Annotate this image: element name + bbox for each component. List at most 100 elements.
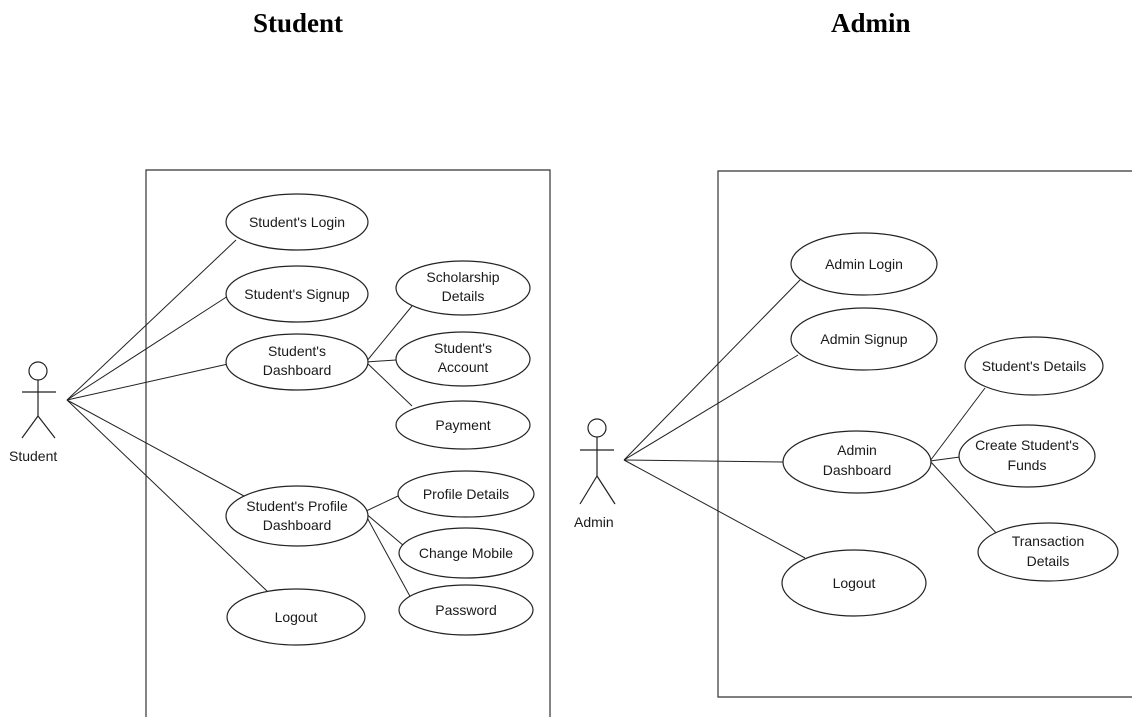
student-uc-account-label-2: Account [438, 359, 489, 375]
admin-association-signup [623, 354, 799, 461]
svg-text:Scholarship: Scholarship [426, 269, 499, 285]
student-uc-logout: Logout [226, 588, 366, 646]
svg-text:Profile Details: Profile Details [423, 486, 509, 502]
admin-uc-logout-label: Logout [833, 575, 876, 591]
svg-text:Funds: Funds [1008, 457, 1047, 473]
svg-text:Account: Account [438, 359, 489, 375]
admin-uc-transaction-label-2: Details [1027, 553, 1070, 569]
admin-use-case-diagram: Admin Admin Login Admin Signup Admin Das… [574, 170, 1132, 698]
svg-text:Change Mobile: Change Mobile [419, 545, 513, 561]
student-link-profile-details [363, 495, 399, 513]
student-uc-payment-label: Payment [435, 417, 490, 433]
admin-uc-logout: Logout [781, 549, 927, 617]
student-link-scholarship [365, 305, 413, 363]
student-diagram-title: Student [253, 8, 344, 38]
student-uc-profile-dashboard-label-1: Student's Profile [246, 498, 348, 514]
student-uc-login: Student's Login [225, 193, 369, 251]
admin-uc-transaction-label-1: Transaction [1012, 533, 1085, 549]
student-uc-profile-details: Profile Details [397, 470, 535, 518]
svg-text:Student's: Student's [268, 343, 326, 359]
student-system-boundary [145, 169, 551, 717]
admin-uc-students-details: Student's Details [964, 336, 1104, 396]
student-actor-label: Student [9, 448, 57, 464]
svg-text:Dashboard: Dashboard [263, 362, 332, 378]
admin-uc-signup-label: Admin Signup [820, 331, 907, 347]
admin-actor-label: Admin [574, 514, 614, 530]
admin-actor: Admin [574, 418, 616, 530]
student-uc-change-mobile: Change Mobile [398, 527, 534, 579]
student-uc-account: Student's Account [395, 331, 531, 387]
student-association-profile-dashboard [66, 399, 245, 497]
admin-uc-create-funds-label-2: Funds [1008, 457, 1047, 473]
svg-text:Logout: Logout [275, 609, 318, 625]
student-uc-login-label: Student's Login [249, 214, 345, 230]
student-link-password [363, 511, 413, 601]
svg-text:Dashboard: Dashboard [263, 517, 332, 533]
student-uc-dashboard: Student's Dashboard [225, 333, 369, 391]
admin-actor-head [587, 418, 607, 438]
student-actor-right-leg [37, 415, 56, 439]
student-uc-scholarship-label-1: Scholarship [426, 269, 499, 285]
admin-uc-dashboard-label-2: Dashboard [823, 462, 892, 478]
svg-text:Payment: Payment [435, 417, 490, 433]
svg-text:Dashboard: Dashboard [823, 462, 892, 478]
student-uc-scholarship-details: Scholarship Details [395, 260, 531, 316]
student-uc-signup: Student's Signup [225, 265, 369, 323]
svg-text:Student's Login: Student's Login [249, 214, 345, 230]
student-uc-account-label-1: Student's [434, 340, 492, 356]
admin-link-transaction [929, 460, 999, 536]
admin-actor-right-leg [596, 475, 616, 505]
admin-actor-left-leg [579, 475, 598, 505]
student-actor: Student [9, 361, 57, 464]
admin-uc-transaction-details: Transaction Details [977, 522, 1119, 582]
student-association-logout [66, 399, 269, 593]
svg-text:Student's Details: Student's Details [982, 358, 1087, 374]
admin-uc-create-funds: Create Student's Funds [958, 424, 1096, 488]
admin-link-create-funds [929, 456, 961, 462]
svg-text:Student's Profile: Student's Profile [246, 498, 348, 514]
svg-text:Details: Details [442, 288, 485, 304]
svg-text:Admin Signup: Admin Signup [820, 331, 907, 347]
svg-text:Admin: Admin [837, 442, 877, 458]
student-actor-left-leg [21, 415, 39, 439]
admin-uc-dashboard: Admin Dashboard [782, 430, 932, 494]
student-uc-change-mobile-label: Change Mobile [419, 545, 513, 561]
student-uc-profile-dashboard: Student's Profile Dashboard [225, 485, 369, 547]
student-association-dashboard [66, 363, 229, 401]
admin-uc-students-details-label: Student's Details [982, 358, 1087, 374]
svg-text:Logout: Logout [833, 575, 876, 591]
admin-uc-dashboard-label-1: Admin [837, 442, 877, 458]
admin-link-students-details [929, 387, 986, 462]
student-uc-dashboard-label-1: Student's [268, 343, 326, 359]
admin-association-login [623, 279, 801, 461]
student-uc-password: Password [398, 584, 534, 636]
student-uc-payment: Payment [395, 400, 531, 450]
svg-text:Student's Signup: Student's Signup [244, 286, 350, 302]
student-uc-signup-label: Student's Signup [244, 286, 350, 302]
svg-text:Details: Details [1027, 553, 1070, 569]
student-uc-scholarship-label-2: Details [442, 288, 485, 304]
student-use-case-diagram: Student Student's Login Student's Signup… [9, 169, 551, 717]
svg-text:Student's: Student's [434, 340, 492, 356]
student-association-login [66, 239, 237, 401]
admin-association-logout [623, 459, 806, 559]
student-link-account [365, 359, 397, 363]
admin-system-boundary [717, 170, 1132, 698]
admin-uc-create-funds-label-1: Create Student's [975, 437, 1079, 453]
student-link-payment [365, 361, 413, 407]
student-association-signup [66, 295, 229, 401]
svg-text:Password: Password [435, 602, 496, 618]
student-uc-profile-dashboard-label-2: Dashboard [263, 517, 332, 533]
svg-text:Transaction: Transaction [1012, 533, 1085, 549]
admin-diagram-title: Admin [831, 8, 911, 38]
student-uc-logout-label: Logout [275, 609, 318, 625]
admin-association-dashboard [623, 459, 784, 463]
student-uc-profile-details-label: Profile Details [423, 486, 509, 502]
svg-text:Create Student's: Create Student's [975, 437, 1079, 453]
svg-text:Admin Login: Admin Login [825, 256, 903, 272]
admin-uc-login: Admin Login [790, 232, 938, 296]
student-link-change-mobile [363, 511, 405, 547]
student-uc-password-label: Password [435, 602, 496, 618]
admin-uc-signup: Admin Signup [790, 307, 938, 371]
